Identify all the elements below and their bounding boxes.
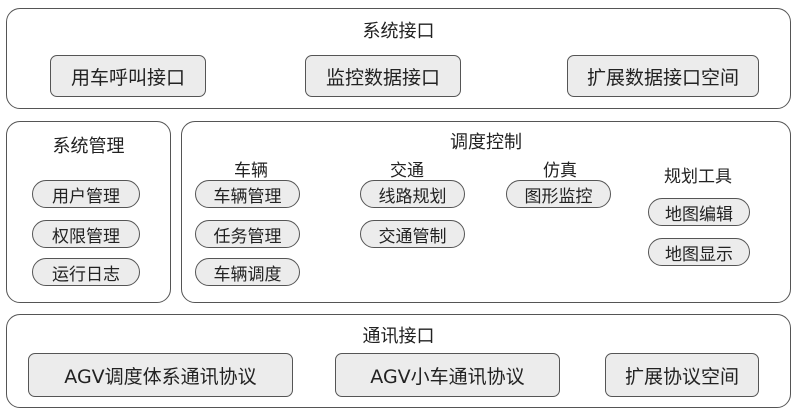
route-planning-item: 线路规划	[360, 180, 465, 208]
communication-interface-panel: 通讯接口 AGV调度体系通讯协议 AGV小车通讯协议 扩展协议空间	[6, 314, 791, 408]
system-interface-panel: 系统接口 用车呼叫接口 监控数据接口 扩展数据接口空间	[6, 8, 791, 109]
dispatch-control-title: 调度控制	[450, 132, 522, 153]
agv-dispatch-protocol-box: AGV调度体系通讯协议	[28, 353, 293, 397]
traffic-control-item: 交通管制	[360, 220, 465, 248]
vehicle-dispatch-item: 车辆调度	[195, 258, 300, 286]
traffic-group-label: 交通	[390, 161, 424, 181]
planning-tools-group-label: 规划工具	[664, 167, 732, 187]
graphic-monitoring-item: 图形监控	[506, 180, 611, 208]
system-management-panel: 系统管理 用户管理 权限管理 运行日志	[6, 121, 171, 303]
dispatch-control-panel: 调度控制 车辆 车辆管理 任务管理 车辆调度 交通 线路规划 交通管制 仿真 图…	[181, 121, 791, 303]
user-management-item: 用户管理	[32, 180, 140, 208]
vehicle-call-interface-box: 用车呼叫接口	[50, 55, 206, 97]
map-editing-item: 地图编辑	[648, 198, 750, 226]
vehicle-management-item: 车辆管理	[195, 180, 300, 208]
operation-log-item: 运行日志	[32, 258, 140, 286]
extended-protocol-space-box: 扩展协议空间	[605, 353, 759, 397]
extended-data-interface-box: 扩展数据接口空间	[567, 55, 759, 97]
simulation-group-label: 仿真	[543, 161, 577, 181]
task-management-item: 任务管理	[195, 220, 300, 248]
agv-vehicle-protocol-box: AGV小车通讯协议	[335, 353, 560, 397]
system-management-title: 系统管理	[52, 136, 125, 157]
system-interface-title: 系统接口	[362, 21, 435, 42]
permission-management-item: 权限管理	[32, 220, 140, 248]
communication-interface-title: 通讯接口	[362, 326, 435, 347]
monitoring-data-interface-box: 监控数据接口	[305, 55, 461, 97]
map-display-item: 地图显示	[648, 238, 750, 266]
vehicle-group-label: 车辆	[234, 161, 268, 181]
